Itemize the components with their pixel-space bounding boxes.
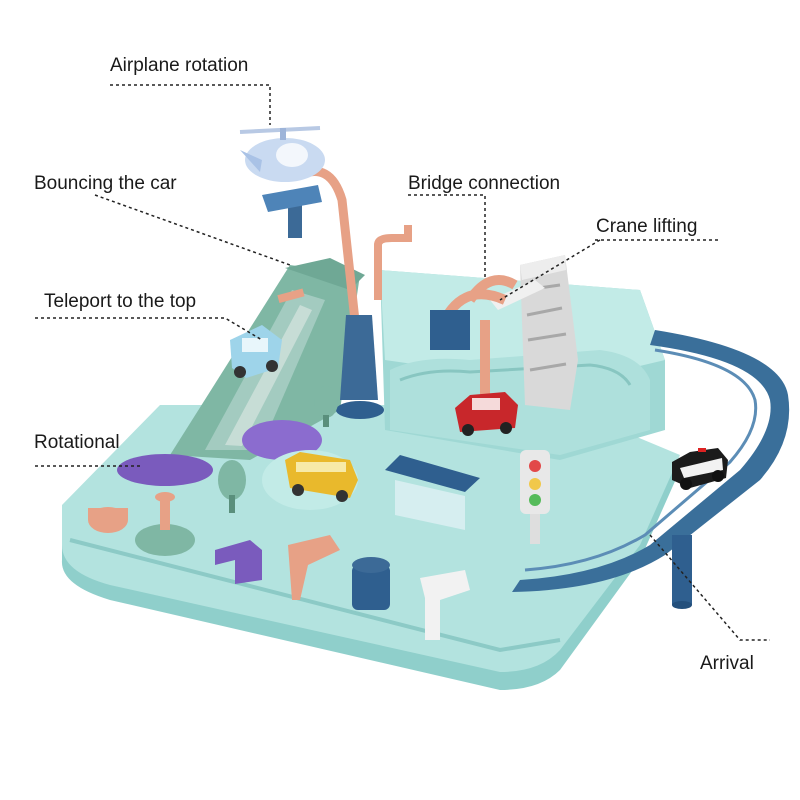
airplane-callout-line <box>110 84 271 125</box>
label-bouncing-the-car: Bouncing the car <box>34 173 177 194</box>
trees <box>218 386 338 513</box>
traffic-light <box>520 450 550 544</box>
station-house <box>385 455 480 530</box>
airplane <box>239 126 325 182</box>
bridge-callout-line <box>408 194 486 280</box>
label-bridge-connection: Bridge connection <box>408 173 561 194</box>
callout-lines <box>35 84 770 641</box>
label-arrival: Arrival <box>700 653 754 674</box>
blue-car <box>230 325 282 378</box>
label-rotational: Rotational <box>34 432 120 453</box>
label-teleport-to-the-top: Teleport to the top <box>44 291 197 312</box>
blue-elevated-track <box>512 330 790 609</box>
yellow-bus <box>285 452 358 502</box>
front-controls <box>88 492 470 640</box>
bridge-arch <box>430 275 518 400</box>
red-car <box>455 392 518 436</box>
arrival-callout-line <box>649 534 770 641</box>
label-crane-lifting: Crane lifting <box>596 216 698 237</box>
crane-tower <box>374 225 578 410</box>
teleport-callout-line <box>35 317 263 341</box>
bouncing-callout-line <box>94 194 291 266</box>
crane-callout-line <box>499 239 720 301</box>
police-car <box>672 448 728 490</box>
label-airplane-rotation: Airplane rotation <box>110 55 249 76</box>
